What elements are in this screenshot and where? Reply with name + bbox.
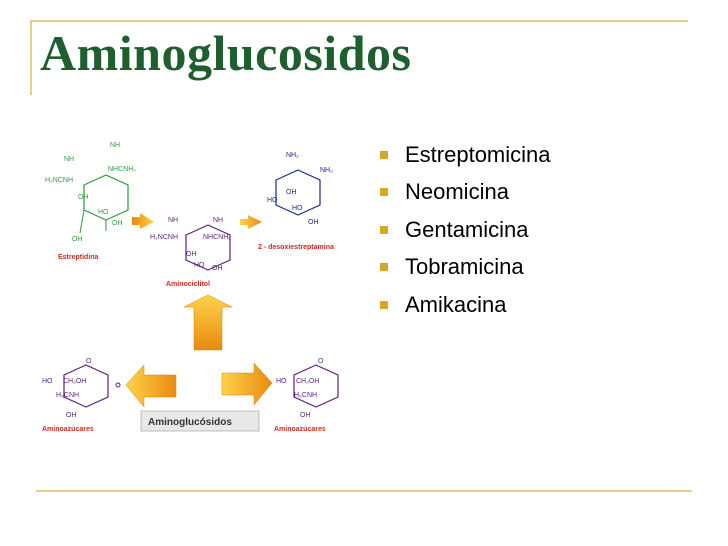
bullet-item: Neomicina: [380, 174, 551, 212]
atom-nh: NH: [64, 156, 74, 163]
bullet-square-icon: [380, 188, 388, 197]
atom-h2ncnh: H₂NCNH: [150, 234, 178, 241]
bullet-text: Tobramicina: [405, 254, 524, 280]
atom-ch2oh: CH₂OH: [296, 378, 319, 385]
atom-ho: HO: [98, 209, 109, 216]
atom-nh2: NH₂: [320, 167, 333, 174]
aminoglucosidos-label-box: [140, 410, 260, 432]
arrow-left-icon: [132, 213, 154, 229]
aminoglycoside-structure-figure: NH NH H₂NCNH NHCNH₂ OH HO OH OH Estrepti…: [36, 135, 366, 440]
desoxiestreptamina-structure: NH₂ NH₂ OH HO HO OH 2 - desoxiestreptami…: [258, 152, 334, 251]
aminoazucar-right-structure: O HO CH₂OH H₃CNH OH Aminoazúcares: [274, 358, 339, 433]
atom-ho: HO: [267, 197, 278, 204]
aminoazucares-left-label: Aminoazúcares: [42, 426, 94, 433]
atom-h3cnh: H₃CNH: [294, 392, 317, 399]
atom-nhcnh2: NHCNH₂: [108, 166, 136, 173]
bullet-item: Amikacina: [380, 286, 551, 324]
atom-nh: NH: [168, 217, 178, 224]
aminociclitol-structure: NH NH H₂NCNH NHCNH₂ OH HO OH Aminociclit…: [150, 217, 231, 288]
bullet-square-icon: [380, 300, 388, 309]
bullet-text: Neomicina: [405, 179, 509, 205]
bullet-item: Gentamicina: [380, 211, 551, 249]
bottom-rule: [36, 490, 692, 492]
aminoazucar-left-structure: O HO CH₂OH H₃CNH OH Aminoazúcares: [42, 358, 121, 433]
atom-oh: OH: [300, 412, 311, 419]
atom-nhcnh2: NHCNH₂: [203, 234, 231, 241]
atom-oh: OH: [72, 236, 83, 243]
estreptidina-label: Estreptidina: [58, 254, 99, 261]
bullet-square-icon: [380, 150, 388, 159]
aminoglucosidos-label: Aminoglucósidos: [148, 417, 232, 428]
atom-ho: HO: [276, 378, 287, 385]
atom-nh: NH: [110, 142, 120, 149]
atom-nh: NH: [213, 217, 223, 224]
atom-oh: OH: [212, 265, 223, 272]
atom-ho: HO: [42, 378, 53, 385]
atom-h2ncnh: H₂NCNH: [45, 177, 73, 184]
atom-oh: OH: [78, 194, 89, 201]
atom-ch2oh: CH₂OH: [63, 378, 86, 385]
top-rule: [30, 20, 688, 22]
bullet-text: Gentamicina: [405, 216, 529, 242]
bullet-item: Estreptomicina: [380, 136, 551, 174]
atom-oh: OH: [286, 189, 297, 196]
desoxiestreptamina-label: 2 - desoxiestreptamina: [258, 244, 334, 251]
atom-ho: HO: [292, 205, 303, 212]
bullet-item: Tobramicina: [380, 249, 551, 287]
aminoazucares-right-label: Aminoazúcares: [274, 426, 326, 433]
left-rule: [30, 20, 32, 95]
estreptidina-structure: NH NH H₂NCNH NHCNH₂ OH HO OH OH Estrepti…: [45, 142, 136, 261]
atom-ho: HO: [194, 262, 205, 269]
atom-oh: OH: [308, 219, 319, 226]
slide-title: Aminoglucosidos: [40, 25, 412, 81]
atom-o: O: [318, 358, 324, 365]
atom-oh: OH: [66, 412, 77, 419]
arrow-up-icon: [183, 294, 233, 351]
arrow-left-large-icon: [125, 364, 177, 408]
aminociclitol-label: Aminociclitol: [166, 281, 210, 288]
atom-nh2: NH₂: [286, 152, 299, 159]
atom-o: O: [86, 358, 92, 365]
bullet-square-icon: [380, 225, 388, 234]
bullet-text: Amikacina: [405, 291, 507, 317]
atom-h3cnh: H₃CNH: [56, 392, 79, 399]
atom-oh: OH: [186, 251, 197, 258]
structure-diagram: NH NH H₂NCNH NHCNH₂ OH HO OH OH Estrepti…: [42, 142, 339, 433]
atom-oh: OH: [112, 220, 123, 227]
arrow-right-large-icon: [221, 362, 273, 406]
bullet-list: Estreptomicina Neomicina Gentamicina Tob…: [380, 136, 551, 324]
bullet-text: Estreptomicina: [405, 141, 551, 167]
arrow-right-icon: [240, 215, 262, 229]
bullet-square-icon: [380, 263, 388, 272]
